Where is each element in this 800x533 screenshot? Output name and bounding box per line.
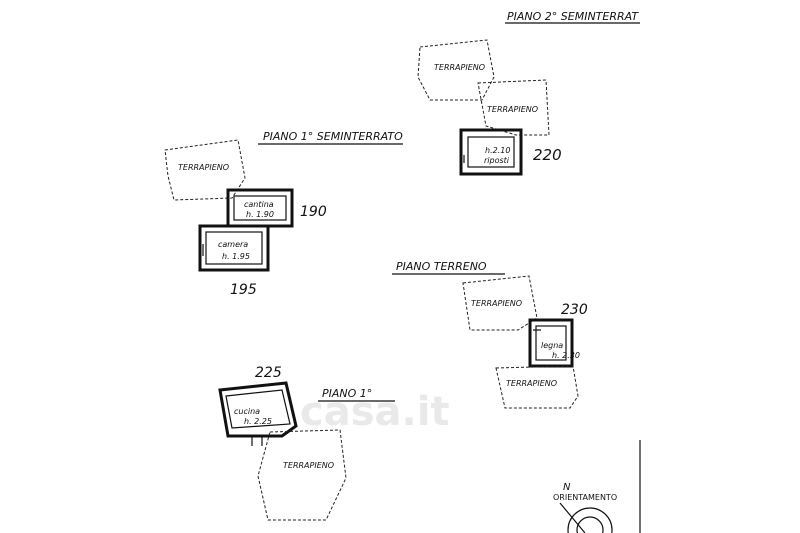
terrapieno-area <box>477 79 550 136</box>
room-riposti <box>459 128 523 176</box>
floor-piano-2-seminterrato: PIANO 2° SEMINTERRAT TERRAPIENO TERRAPIE… <box>417 10 640 176</box>
room-name: cantina <box>244 200 274 209</box>
watermark: casa.it <box>300 389 450 435</box>
floor-label: PIANO TERRENO <box>396 260 487 273</box>
floor-piano-terreno: PIANO TERRENO TERRAPIENO 230 legna h. 2.… <box>392 260 588 409</box>
terrapieno-area <box>462 275 538 331</box>
floor-piano-1-seminterrato: PIANO 1° SEMINTERRATO TERRAPIENO cantina… <box>164 130 403 298</box>
floor-label: PIANO 1° SEMINTERRATO <box>263 130 403 143</box>
room-camera <box>198 224 270 272</box>
floor-label: PIANO 1° <box>322 387 372 400</box>
terrapieno-area <box>257 429 347 521</box>
floor-piano-1: 225 PIANO 1° cucina h. 2.25 TERRAPIENO <box>218 365 395 521</box>
room-height: h. 1.90 <box>246 210 274 219</box>
north-marker: N <box>563 482 571 493</box>
terrapieno-label: TERRAPIENO <box>178 163 229 172</box>
room-legna <box>528 318 574 368</box>
elevation-mark: 190 <box>300 204 327 220</box>
terrapieno-label: TERRAPIENO <box>487 105 538 114</box>
terrapieno-label: TERRAPIENO <box>434 63 485 72</box>
orientation-compass: N ORIENTAMENTO <box>553 482 617 533</box>
elevation-mark: 220 <box>533 146 562 164</box>
room-name: camera <box>218 240 248 249</box>
terrapieno-label: TERRAPIENO <box>506 379 557 388</box>
room-cucina <box>218 381 298 438</box>
terrapieno-label: TERRAPIENO <box>283 461 334 470</box>
room-height: h.2.10 <box>485 146 510 155</box>
terrapieno-label: TERRAPIENO <box>471 299 522 308</box>
room-height: h. 1.95 <box>222 252 250 261</box>
elevation-mark: 230 <box>561 302 588 318</box>
floor-label: PIANO 2° SEMINTERRAT <box>507 10 639 23</box>
room-height: h. 2.30 <box>552 351 580 360</box>
elevation-mark: 195 <box>230 282 257 298</box>
room-name: cucina <box>234 407 260 416</box>
orientation-label: ORIENTAMENTO <box>553 493 617 502</box>
room-name: legna <box>541 341 563 350</box>
terrapieno-area <box>164 139 246 201</box>
room-height: h. 2.25 <box>244 417 272 426</box>
compass-circle <box>567 507 613 533</box>
elevation-mark: 225 <box>255 365 282 381</box>
room-name: riposti <box>484 156 510 165</box>
terrapieno-area <box>417 39 495 101</box>
